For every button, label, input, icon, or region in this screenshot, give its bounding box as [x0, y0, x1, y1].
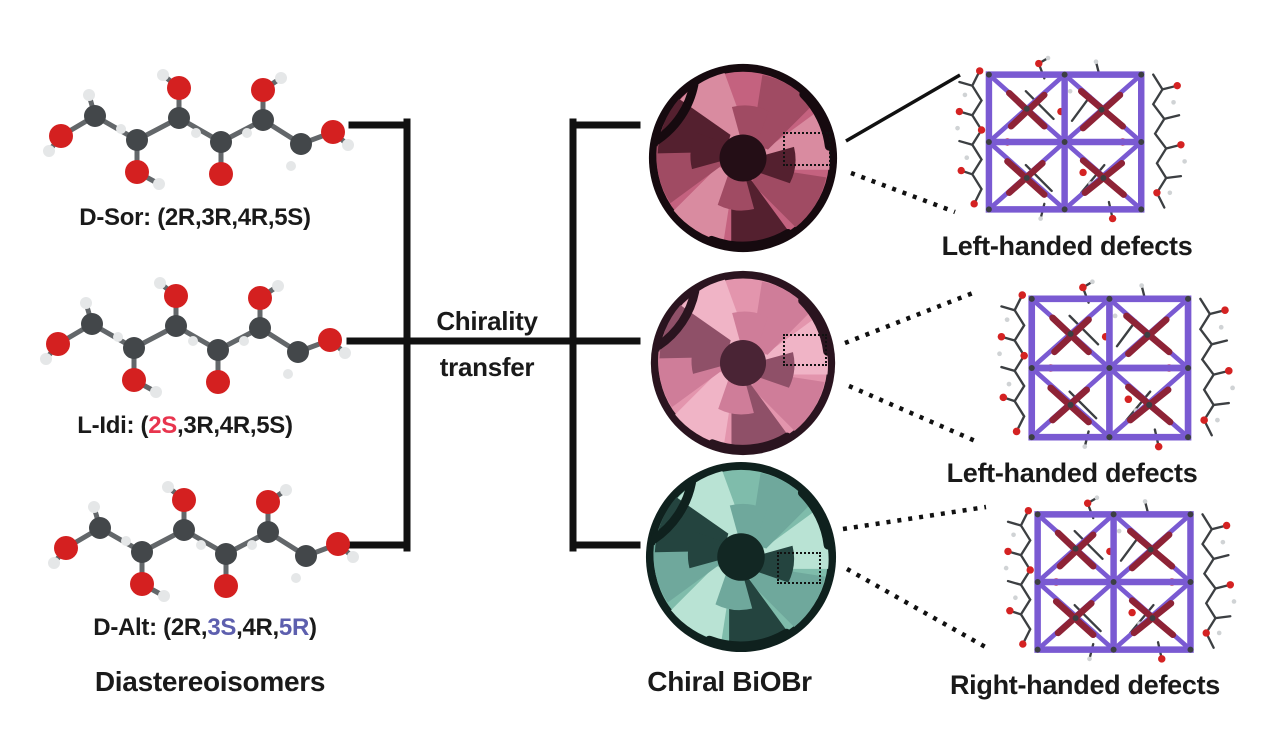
label-transfer: transfer — [439, 352, 535, 382]
label-d-alt-part: D-Alt: (2R, — [93, 614, 208, 641]
molecule-l-idi — [40, 277, 351, 398]
molecule-d-alt — [48, 481, 359, 602]
label-l-idi: L-Idi: (2S,3R,4R,5S) — [30, 412, 340, 440]
biobr-sphere-2 — [648, 270, 836, 456]
label-l-idi-part: ,3R,4R,5S) — [176, 412, 293, 439]
label-d-sor: D-Sor: (2R,3R,4R,5S) — [35, 204, 355, 232]
label-defects-1: Left-handed defects — [941, 231, 1193, 261]
label-d-alt-part: 3S — [207, 614, 237, 641]
heading-chiral-biobr: Chiral BiOBr — [647, 666, 812, 697]
zoom-region-box-1 — [783, 132, 831, 166]
label-defects-2: Left-handed defects — [946, 458, 1198, 488]
callout-lines — [842, 73, 991, 651]
crystal-structure-3 — [1003, 495, 1237, 663]
callout-lines-dashed — [842, 170, 991, 651]
label-chirality: Chirality — [436, 306, 538, 336]
zoom-region-box-3 — [777, 552, 821, 584]
label-d-sor-part: D-Sor: (2R,3R,4R,5S) — [79, 204, 311, 231]
label-defects-3: Right-handed defects — [949, 670, 1220, 700]
molecule-d-sor — [43, 69, 354, 190]
biobr-sphere-3 — [643, 461, 837, 653]
label-l-idi-part: 2S — [148, 412, 177, 439]
label-d-alt-part: ) — [309, 614, 317, 641]
callout-line-solid-1 — [845, 73, 961, 143]
label-l-idi-part: L-Idi: ( — [77, 412, 149, 439]
label-d-alt-part: 5R — [278, 614, 309, 641]
crystal-structure-2 — [997, 279, 1235, 451]
right-bracket — [569, 118, 641, 552]
heading-diastereoisomers: Diastereoisomers — [94, 666, 326, 697]
label-d-alt-part: ,4R, — [236, 614, 279, 641]
crystal-structure-1 — [955, 55, 1187, 223]
biobr-sphere-1 — [646, 63, 838, 253]
zoom-region-box-2 — [783, 334, 827, 366]
label-d-alt: D-Alt: (2R,3S,4R,5R) — [40, 614, 370, 642]
left-bracket — [348, 118, 411, 552]
